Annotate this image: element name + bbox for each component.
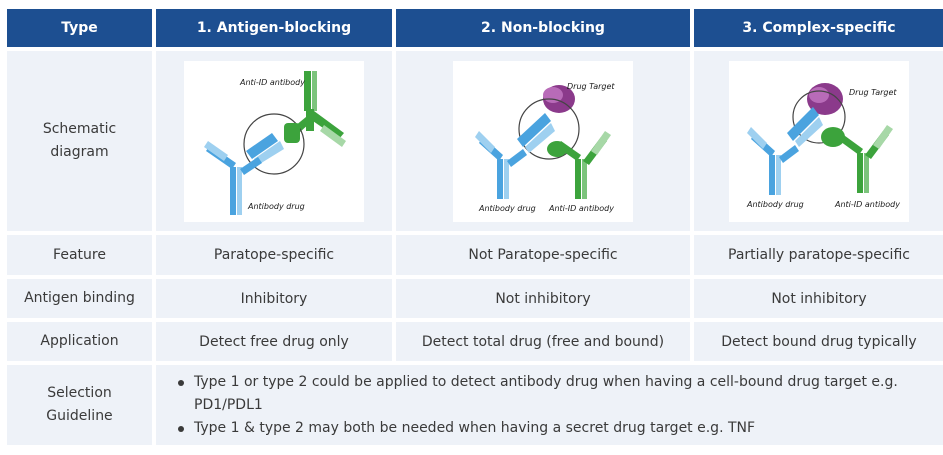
feature-complex-specific: Partially paratope-specific [694,235,943,275]
anti-id-antibody-comparison-table: Type 1. Antigen-blocking 2. Non-blocking… [3,5,943,449]
guideline-list: Type 1 or type 2 could be applied to det… [156,371,943,440]
anti-id-antibody-shape [821,124,893,193]
application-row: Application Detect free drug only Detect… [7,322,943,361]
antibody-drug-shape [475,112,555,199]
schematic-cell-complex-specific: Drug Target Antibody drug Anti-ID antibo… [694,51,943,231]
comparison-table-container: Type 1. Antigen-blocking 2. Non-blocking… [7,9,943,449]
antibody-drug-shape [747,106,823,195]
schematic-row: Schematic diagram [7,51,943,231]
application-label: Application [7,322,152,361]
header-complex-specific: 3. Complex-specific [694,9,943,47]
anti-id-antibody-shape [547,130,611,199]
label-anti-id-antibody: Anti-ID antibody [834,200,900,209]
header-row: Type 1. Antigen-blocking 2. Non-blocking… [7,9,943,47]
label-drug-target: Drug Target [849,88,897,97]
schematic-cell-antigen-blocking: Anti-ID antibody Antibody drug [156,51,392,231]
selection-guideline-label: Selection Guideline [7,365,152,445]
antigen-binding-non-blocking: Not inhibitory [396,279,690,318]
header-type: Type [7,9,152,47]
schematic-complex-specific: Drug Target Antibody drug Anti-ID antibo… [729,60,909,222]
application-non-blocking: Detect total drug (free and bound) [396,322,690,361]
application-antigen-blocking: Detect free drug only [156,322,392,361]
label-antibody-drug: Antibody drug [247,202,305,211]
schematic-label: Schematic diagram [7,51,152,231]
label-anti-id-antibody: Anti-ID antibody [548,204,614,213]
schematic-non-blocking: Drug Target Antibody drug Anti-ID antibo… [453,60,633,222]
feature-non-blocking: Not Paratope-specific [396,235,690,275]
schematic-cell-non-blocking: Drug Target Antibody drug Anti-ID antibo… [396,51,690,231]
guideline-item: Type 1 or type 2 could be applied to det… [174,371,926,417]
label-antibody-drug: Antibody drug [746,200,804,209]
header-antigen-blocking: 1. Antigen-blocking [156,9,392,47]
feature-label: Feature [7,235,152,275]
application-complex-specific: Detect bound drug typically [694,322,943,361]
antigen-binding-row: Antigen binding Inhibitory Not inhibitor… [7,279,943,318]
label-drug-target: Drug Target [567,82,615,91]
antigen-binding-complex-specific: Not inhibitory [694,279,943,318]
schematic-antigen-blocking: Anti-ID antibody Antibody drug [184,60,364,222]
label-antibody-drug: Antibody drug [478,204,536,213]
header-non-blocking: 2. Non-blocking [396,9,690,47]
antibody-drug-shape [204,132,284,215]
selection-guideline-row: Selection Guideline Type 1 or type 2 cou… [7,365,943,445]
label-anti-id-antibody: Anti-ID antibody [239,78,305,87]
guideline-item: Type 1 & type 2 may both be needed when … [174,417,926,440]
feature-antigen-blocking: Paratope-specific [156,235,392,275]
selection-guideline-content: Type 1 or type 2 could be applied to det… [156,365,943,445]
antigen-binding-antigen-blocking: Inhibitory [156,279,392,318]
antigen-binding-label: Antigen binding [7,279,152,318]
feature-row: Feature Paratope-specific Not Paratope-s… [7,235,943,275]
